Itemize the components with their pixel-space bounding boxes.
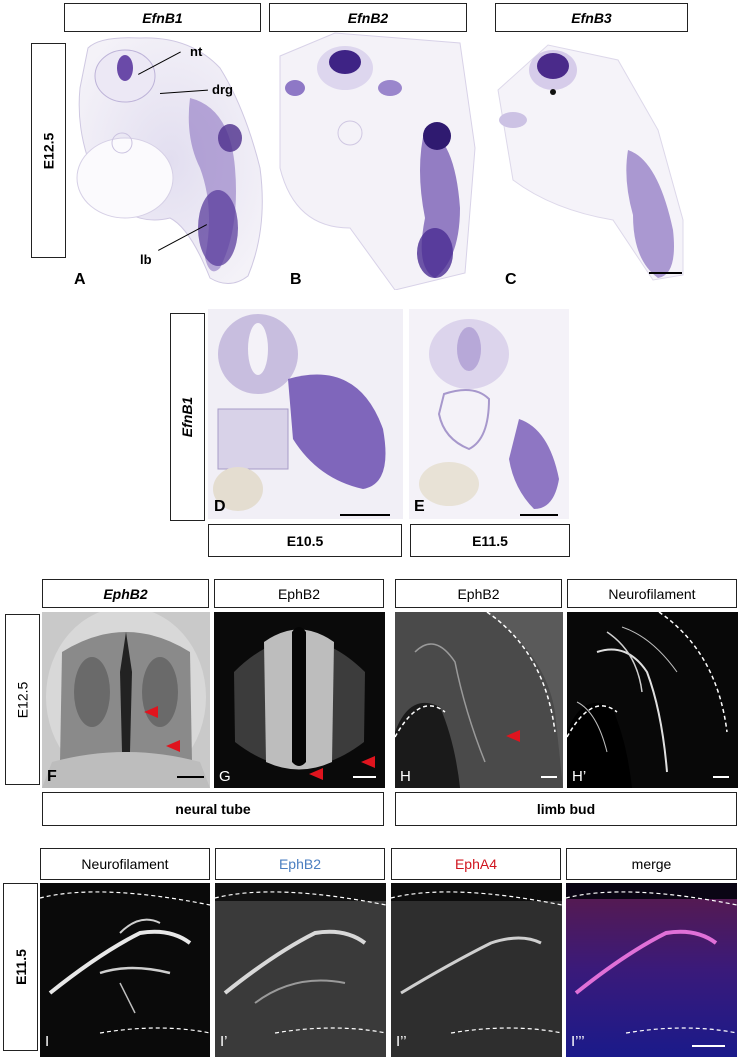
panel-e-efnb1-e11-5-image — [409, 309, 569, 519]
header-efnb3: EfnB3 — [495, 3, 688, 32]
header-efnb1: EfnB1 — [64, 3, 261, 32]
panel-a-efnb1-image — [76, 37, 263, 284]
panel-c-efnb3-image — [497, 44, 684, 281]
red-arrow-f-1 — [144, 706, 158, 718]
stage-label-e12-5-row3: E12.5 — [5, 614, 40, 785]
stage-label-e11-5-row4: E11.5 — [3, 883, 38, 1051]
panel-label-d: D — [214, 498, 226, 515]
header-merge: merge — [566, 848, 737, 880]
panel-d-efnb1-e10-5-image — [208, 309, 403, 519]
panel-label-f: F — [47, 768, 57, 785]
header-efnb2: EfnB2 — [269, 3, 467, 32]
panel-i-triple-prime-merge-image — [566, 883, 737, 1057]
header-ephb2-i-prime: EphB2 — [215, 848, 385, 880]
red-arrow-h — [506, 730, 520, 742]
panel-label-i-triple-prime: I’’’ — [571, 1033, 585, 1050]
panel-label-b: B — [290, 271, 302, 288]
panel-label-c: C — [505, 271, 517, 288]
red-arrow-f-2 — [166, 740, 180, 752]
panel-label-g: G — [219, 768, 231, 785]
stage-label-e10-5: E10.5 — [208, 524, 402, 557]
panel-h-prime-neurofilament-image — [567, 612, 738, 788]
panel-f-ephb2-in-situ-image — [42, 612, 210, 788]
scale-bar-e — [520, 514, 558, 516]
red-arrow-g-2 — [309, 768, 323, 780]
panel-g-ephb2-antibody-image — [214, 612, 385, 788]
panel-label-e: E — [414, 498, 425, 515]
scale-bar-d — [340, 514, 390, 516]
header-neurofilament-i: Neurofilament — [40, 848, 210, 880]
panel-i-double-prime-epha4-image — [391, 883, 562, 1057]
footer-limb-bud: limb bud — [395, 792, 737, 826]
annotation-lb: lb — [140, 252, 152, 267]
header-ephb2-antibody-g: EphB2 — [214, 579, 384, 608]
header-ephb2-in-situ: EphB2 — [42, 579, 209, 608]
panel-label-i-prime: I’ — [220, 1033, 228, 1050]
panel-label-i: I — [45, 1033, 50, 1050]
scale-bar-h-prime — [713, 776, 729, 778]
annotation-drg: drg — [212, 82, 233, 97]
panel-label-h-prime: H’ — [572, 768, 587, 785]
header-neurofilament-h-prime: Neurofilament — [567, 579, 737, 608]
header-epha4-i-double-prime: EphA4 — [391, 848, 561, 880]
scale-bar-h — [541, 776, 557, 778]
footer-neural-tube: neural tube — [42, 792, 384, 826]
panel-b-efnb2-image — [279, 32, 476, 290]
scale-bar-c — [649, 272, 682, 274]
panel-h-ephb2-limb-bud-image — [395, 612, 563, 788]
panel-i-prime-ephb2-image — [215, 883, 386, 1057]
header-ephb2-antibody-h: EphB2 — [395, 579, 562, 608]
stage-label-e12-5-row1: E12.5 — [31, 43, 66, 258]
panel-label-h: H — [400, 768, 411, 785]
panel-i-neurofilament-image — [40, 883, 210, 1057]
annotation-nt: nt — [190, 44, 203, 59]
stage-label-e11-5: E11.5 — [410, 524, 570, 557]
panel-label-a: A — [74, 271, 86, 288]
scale-bar-i-triple-prime — [692, 1045, 725, 1047]
side-label-efnb1-row2: EfnB1 — [170, 313, 205, 521]
red-arrow-g-1 — [361, 756, 375, 768]
panel-label-i-double-prime: I’’ — [396, 1033, 407, 1050]
scale-bar-f — [177, 776, 204, 778]
scale-bar-g — [353, 776, 376, 778]
